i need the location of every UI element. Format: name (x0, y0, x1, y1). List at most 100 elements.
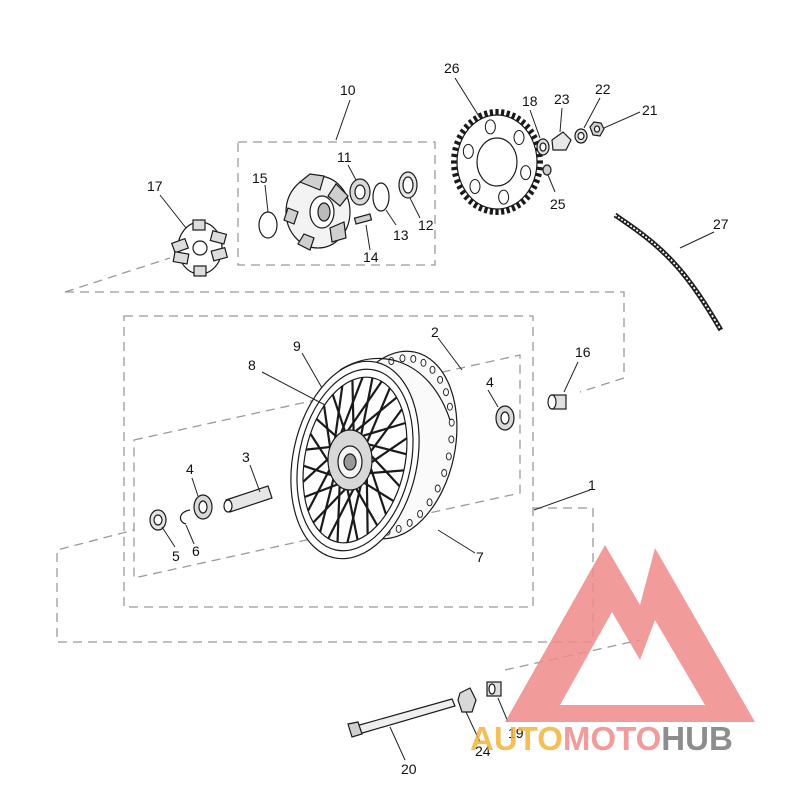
chain-link-highlight (709, 311, 713, 316)
callout-17: 17 (147, 178, 163, 194)
chain-link-highlight (644, 235, 649, 240)
sprocket-tooth (477, 204, 484, 212)
callout-26: 26 (444, 60, 460, 76)
chain-link-highlight (690, 283, 695, 288)
rim-hole (443, 388, 449, 397)
sprocket-tooth (456, 184, 464, 190)
chain-link-highlight (711, 314, 716, 320)
callout-10: 10 (340, 82, 356, 98)
rim-hole (426, 498, 433, 507)
sprocket-tooth (527, 189, 535, 196)
callout-11: 11 (337, 149, 352, 165)
chain-link-highlight (692, 286, 697, 292)
sprocket-hole (469, 178, 481, 194)
chain-link-highlight (670, 259, 675, 264)
bearing-11 (349, 178, 371, 206)
callout-8: 8 (248, 357, 256, 373)
chain-link-highlight (659, 248, 664, 253)
callout-23: 23 (554, 91, 570, 107)
callout-22: 22 (595, 81, 611, 97)
chain-link-highlight (667, 256, 672, 261)
chain-link-highlight (713, 318, 718, 324)
callout-1: 1 (588, 477, 596, 493)
chain-link-highlight (629, 224, 634, 229)
sprocket-tooth (510, 204, 517, 212)
seal-5 (149, 509, 167, 531)
chain-link-highlight (620, 218, 625, 223)
spoke (312, 483, 351, 524)
rear-wheel (290, 350, 458, 560)
sprocket-tooth (459, 128, 467, 135)
sprocket-tooth (452, 172, 459, 178)
sprocket-tooth (463, 123, 470, 130)
chain-link-highlight (664, 253, 669, 258)
chain-link-highlight (623, 220, 628, 225)
spoke (352, 483, 379, 526)
sprocket-tooth (536, 166, 543, 171)
callout-27: 27 (713, 216, 729, 232)
spoke (307, 463, 334, 512)
watermark-logo-mark (505, 545, 755, 722)
spoke (346, 476, 364, 543)
spoke (349, 396, 398, 437)
watermark-word-moto: MOTO (563, 720, 661, 757)
sprocket-tooth (510, 112, 517, 120)
spoke (331, 394, 348, 437)
cush-drive-rubber (170, 219, 229, 277)
sprocket-tooth (467, 198, 474, 206)
sprocket-tooth (463, 194, 470, 201)
sprocket-tooth (535, 172, 542, 178)
chain-link-highlight (715, 322, 720, 327)
spoke (362, 441, 407, 456)
chain-link-highlight (688, 280, 692, 285)
sprocket-tooth (515, 201, 522, 209)
chain-link-highlight (685, 277, 690, 282)
outer-assembly-outline (65, 291, 625, 393)
sprocket-tooth (520, 198, 527, 206)
chain-link-highlight (706, 307, 711, 313)
callout-labels: 1 2 3 4 4 5 6 7 8 9 10 11 12 13 14 15 16… (147, 60, 729, 777)
spoke (351, 380, 355, 437)
sprocket-tooth (489, 109, 494, 116)
axle-dash-link (504, 639, 641, 671)
sprocket-tooth (500, 109, 505, 116)
spoke (359, 377, 374, 441)
rim-hole (441, 469, 448, 477)
hub-dash-link (64, 257, 171, 293)
rim-hole (395, 524, 402, 533)
sprocket-tooth (483, 206, 489, 214)
rim-hole (448, 418, 455, 427)
sprocket-tooth (520, 118, 527, 126)
spoke (359, 479, 395, 502)
sprocket-tooth (452, 146, 459, 152)
chain-link-highlight (702, 300, 707, 306)
chain-link-highlight (717, 325, 722, 331)
spacer-16 (547, 394, 567, 410)
callout-14: 14 (363, 249, 379, 265)
outer-assembly-outline-lower (56, 507, 594, 643)
chain-link-highlight (614, 214, 619, 218)
rim-hole (406, 518, 413, 527)
cush-drive-box (237, 141, 436, 266)
callout-24: 24 (475, 743, 491, 759)
spoke (336, 479, 341, 543)
circlip-13 (372, 182, 390, 212)
spoke (364, 387, 391, 448)
sprocket-tooth (483, 110, 489, 118)
callout-9: 9 (293, 338, 301, 354)
callout-21: 21 (642, 102, 658, 118)
rim-hole (437, 375, 444, 384)
chain-link-highlight (647, 238, 652, 243)
sprocket-tooth (451, 153, 458, 158)
spoke (366, 408, 403, 457)
sprocket-tooth (530, 134, 538, 140)
circlip-6 (179, 509, 191, 525)
rim-hole (448, 435, 455, 444)
sprocket-hole (498, 189, 510, 205)
chain-link-highlight (697, 293, 702, 299)
chain-link-highlight (635, 229, 640, 233)
callout-18: 18 (522, 93, 538, 109)
sprocket-tooth (530, 184, 538, 190)
watermark-word-auto: AUTO (470, 720, 563, 757)
